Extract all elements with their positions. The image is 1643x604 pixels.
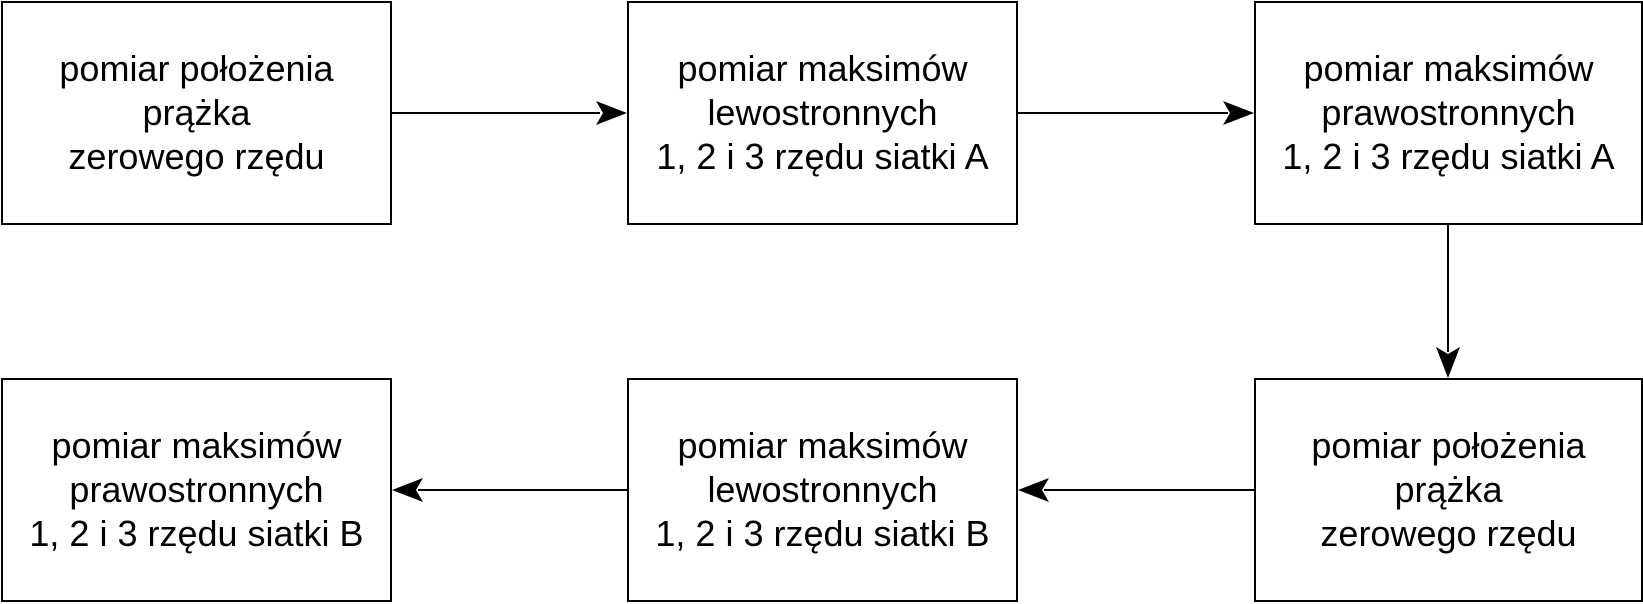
- box-left-maxima-B: pomiar maksimów lewostronnych 1, 2 i 3 r…: [627, 378, 1018, 602]
- box-right-maxima-B: pomiar maksimów prawostronnych 1, 2 i 3 …: [1, 378, 392, 602]
- box-zero-order-position-A: pomiar położenia prążka zerowego rzędu: [1, 1, 392, 225]
- box-5-line-1: pomiar maksimów: [677, 425, 968, 466]
- box-3-line-3: 1, 2 i 3 rzędu siatki A: [1282, 136, 1615, 177]
- box-4-line-3: zerowego rzędu: [1320, 513, 1577, 554]
- arrow-right-maxima-A-to-zero-order-B: [1436, 225, 1460, 378]
- box-2-line-2: lewostronnych: [707, 92, 938, 133]
- box-right-maxima-A: pomiar maksimów prawostronnych 1, 2 i 3 …: [1254, 1, 1643, 225]
- box-4-line-1: pomiar położenia: [1311, 425, 1586, 466]
- box-zero-order-position-B: pomiar położenia prążka zerowego rzędu: [1254, 378, 1643, 602]
- box-6-line-3: 1, 2 i 3 rzędu siatki B: [29, 513, 364, 554]
- box-3-line-1: pomiar maksimów: [1303, 48, 1594, 89]
- box-6-line-1: pomiar maksimów: [51, 425, 342, 466]
- arrow-left-maxima-A-to-right-maxima-A: [1018, 101, 1254, 125]
- box-left-maxima-A: pomiar maksimów lewostronnych 1, 2 i 3 r…: [627, 1, 1018, 225]
- box-2-line-1: pomiar maksimów: [677, 48, 968, 89]
- box-4-line-2: prążka: [1394, 469, 1503, 510]
- arrow-left-maxima-B-to-right-maxima-B: [392, 478, 627, 502]
- arrow-zero-order-A-to-left-maxima-A: [392, 101, 627, 125]
- box-5-line-2: lewostronnych: [707, 469, 938, 510]
- box-2-line-3: 1, 2 i 3 rzędu siatki A: [656, 136, 989, 177]
- box-1-line-2: prążka: [142, 92, 251, 133]
- box-1-line-1: pomiar położenia: [59, 48, 334, 89]
- box-5-line-3: 1, 2 i 3 rzędu siatki B: [655, 513, 990, 554]
- box-6-line-2: prawostronnych: [69, 469, 324, 510]
- box-3-line-2: prawostronnych: [1321, 92, 1576, 133]
- arrow-zero-order-B-to-left-maxima-B: [1018, 478, 1254, 502]
- box-1-line-3: zerowego rzędu: [68, 136, 325, 177]
